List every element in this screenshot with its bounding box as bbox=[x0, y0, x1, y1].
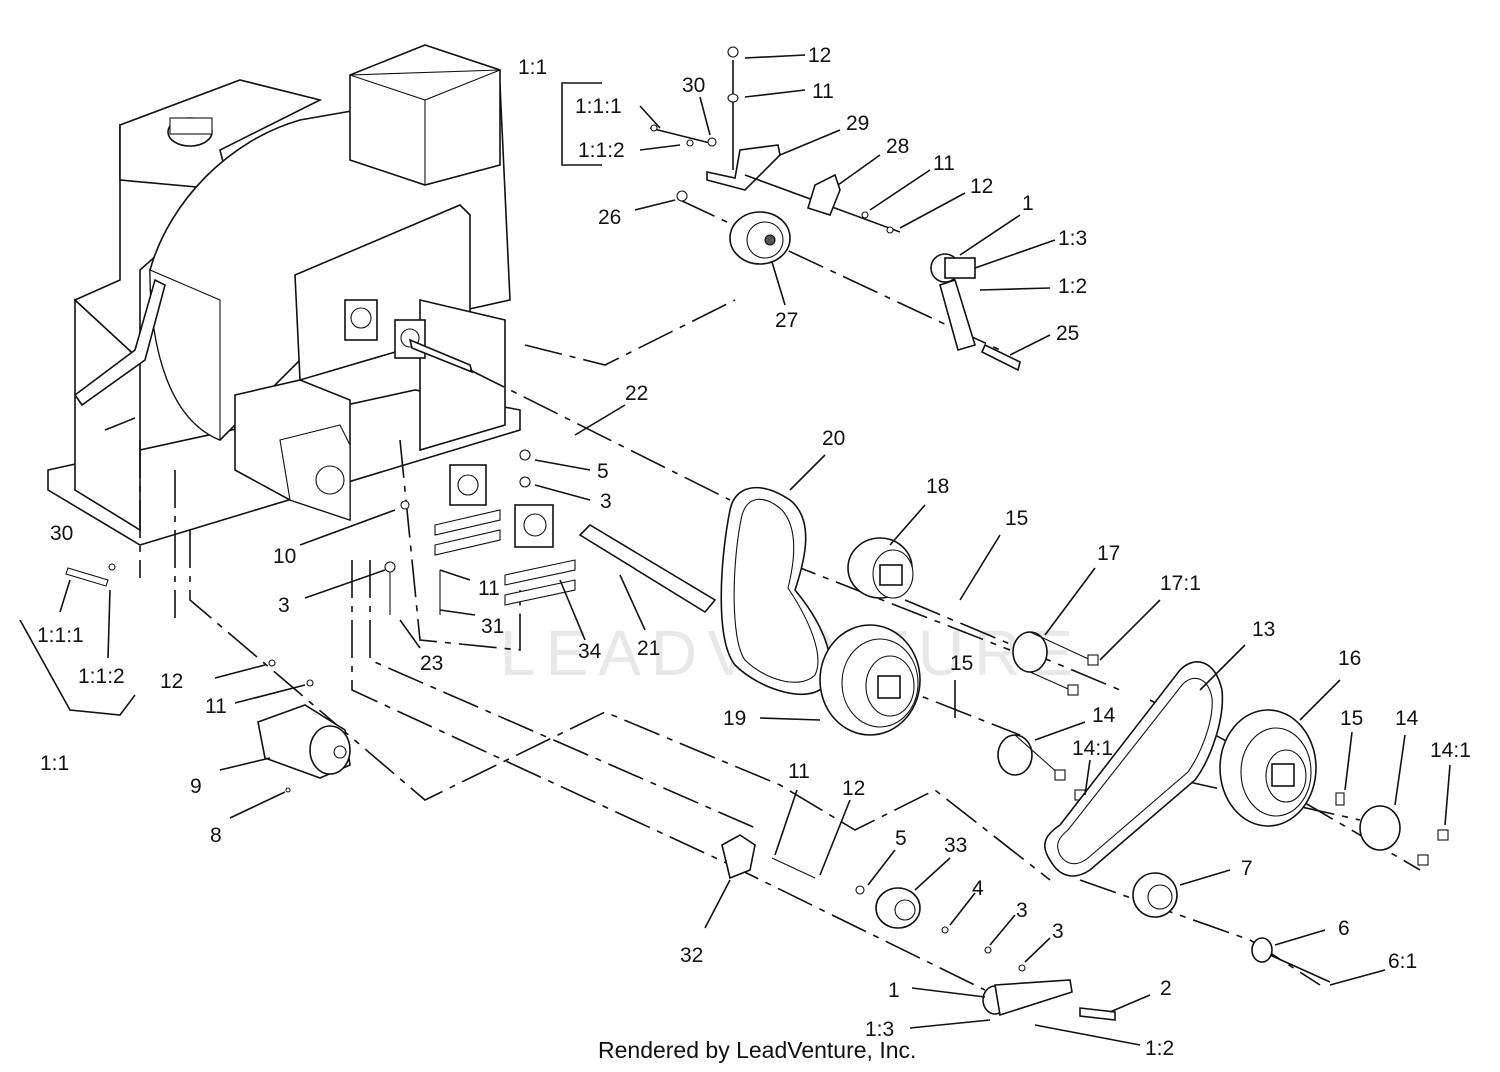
callout-6: 6 bbox=[1338, 917, 1350, 940]
callout-5-bot: 5 bbox=[895, 827, 907, 850]
callout-1-1-1-top: 1:1:1 bbox=[575, 95, 622, 118]
callout-13: 13 bbox=[1252, 618, 1275, 641]
callout-1-3-top: 1:3 bbox=[1058, 227, 1087, 250]
callout-22: 22 bbox=[625, 382, 648, 405]
callout-11-top: 11 bbox=[812, 80, 834, 103]
idler-bracket-bottom bbox=[721, 834, 1116, 1021]
callout-1-1-1-left: 1:1:1 bbox=[37, 624, 84, 647]
callout-1-2-top: 1:2 bbox=[1058, 275, 1087, 298]
callout-16: 16 bbox=[1338, 647, 1361, 670]
callout-26: 26 bbox=[598, 206, 621, 229]
assembly-centerlines bbox=[139, 199, 1421, 991]
callout-11-e: 11 bbox=[788, 760, 810, 783]
motor-assembly bbox=[257, 659, 351, 793]
left-hardware bbox=[65, 563, 116, 587]
callout-3-a: 3 bbox=[600, 490, 612, 513]
leader-lines bbox=[19, 54, 1451, 1046]
callout-25: 25 bbox=[1056, 322, 1079, 345]
callout-14-b: 14 bbox=[1395, 707, 1419, 730]
callout-1-1-2-left: 1:1:2 bbox=[78, 665, 125, 688]
callout-3-c: 3 bbox=[1016, 899, 1028, 922]
callout-33: 33 bbox=[944, 834, 967, 857]
callout-1-top: 1 bbox=[1022, 192, 1034, 215]
footer-credit: Rendered by LeadVenture, Inc. bbox=[598, 1037, 916, 1063]
callout-1-2-bot: 1:2 bbox=[1145, 1037, 1174, 1060]
callout-12-b: 12 bbox=[970, 175, 993, 198]
callout-15-b: 15 bbox=[950, 652, 973, 675]
callout-1-3-bot: 1:3 bbox=[865, 1018, 894, 1041]
callout-29: 29 bbox=[846, 112, 869, 135]
callout-6-1: 6:1 bbox=[1388, 950, 1417, 973]
callout-3-b: 3 bbox=[278, 594, 290, 617]
blower-housing bbox=[47, 44, 521, 546]
callout-19: 19 bbox=[723, 707, 746, 730]
callout-11-d: 11 bbox=[205, 695, 227, 718]
callout-12-top: 12 bbox=[808, 44, 831, 67]
callout-12-c: 12 bbox=[160, 670, 183, 693]
callout-4: 4 bbox=[972, 877, 984, 900]
callout-8: 8 bbox=[210, 824, 222, 847]
callout-11-c: 11 bbox=[478, 577, 500, 600]
callout-28: 28 bbox=[886, 135, 909, 158]
callout-1-1-2-top: 1:1:2 bbox=[578, 139, 625, 162]
callout-23: 23 bbox=[420, 652, 443, 675]
callout-7: 7 bbox=[1241, 857, 1253, 880]
callout-15-c: 15 bbox=[1340, 707, 1363, 730]
callout-17: 17 bbox=[1097, 542, 1120, 565]
callout-1-1-left: 1:1 bbox=[40, 752, 69, 775]
drive-belts-pulleys bbox=[720, 486, 1449, 983]
callout-20: 20 bbox=[822, 427, 845, 450]
callout-9: 9 bbox=[190, 775, 202, 798]
callout-30-top: 30 bbox=[682, 74, 705, 97]
callout-12-d: 12 bbox=[842, 777, 865, 800]
callout-27: 27 bbox=[775, 309, 798, 332]
callout-21: 21 bbox=[637, 637, 660, 660]
callout-31: 31 bbox=[481, 615, 504, 638]
callout-30-left: 30 bbox=[50, 522, 73, 545]
callout-18: 18 bbox=[926, 475, 949, 498]
callout-14-1-b: 14:1 bbox=[1430, 739, 1471, 762]
callout-14-a: 14 bbox=[1092, 704, 1116, 727]
callout-34: 34 bbox=[578, 640, 602, 663]
drive-shaft-assembly bbox=[384, 449, 717, 615]
callout-5-top: 5 bbox=[597, 460, 609, 483]
callout-15-a: 15 bbox=[1005, 507, 1028, 530]
callout-1-1-top: 1:1 bbox=[518, 56, 547, 79]
callout-11-b: 11 bbox=[933, 152, 955, 175]
callout-2: 2 bbox=[1160, 977, 1172, 1000]
callout-32: 32 bbox=[680, 944, 703, 967]
callout-3-d: 3 bbox=[1052, 920, 1064, 943]
callout-labels: 1:1 1:1:1 1:1:2 30 12 11 29 28 11 12 1 1… bbox=[37, 44, 1471, 1060]
callout-17-1: 17:1 bbox=[1160, 572, 1201, 595]
callout-14-1-a: 14:1 bbox=[1072, 737, 1113, 760]
callout-1-bot: 1 bbox=[888, 979, 900, 1002]
idler-bracket-top bbox=[649, 46, 1021, 372]
callout-10: 10 bbox=[273, 545, 296, 568]
